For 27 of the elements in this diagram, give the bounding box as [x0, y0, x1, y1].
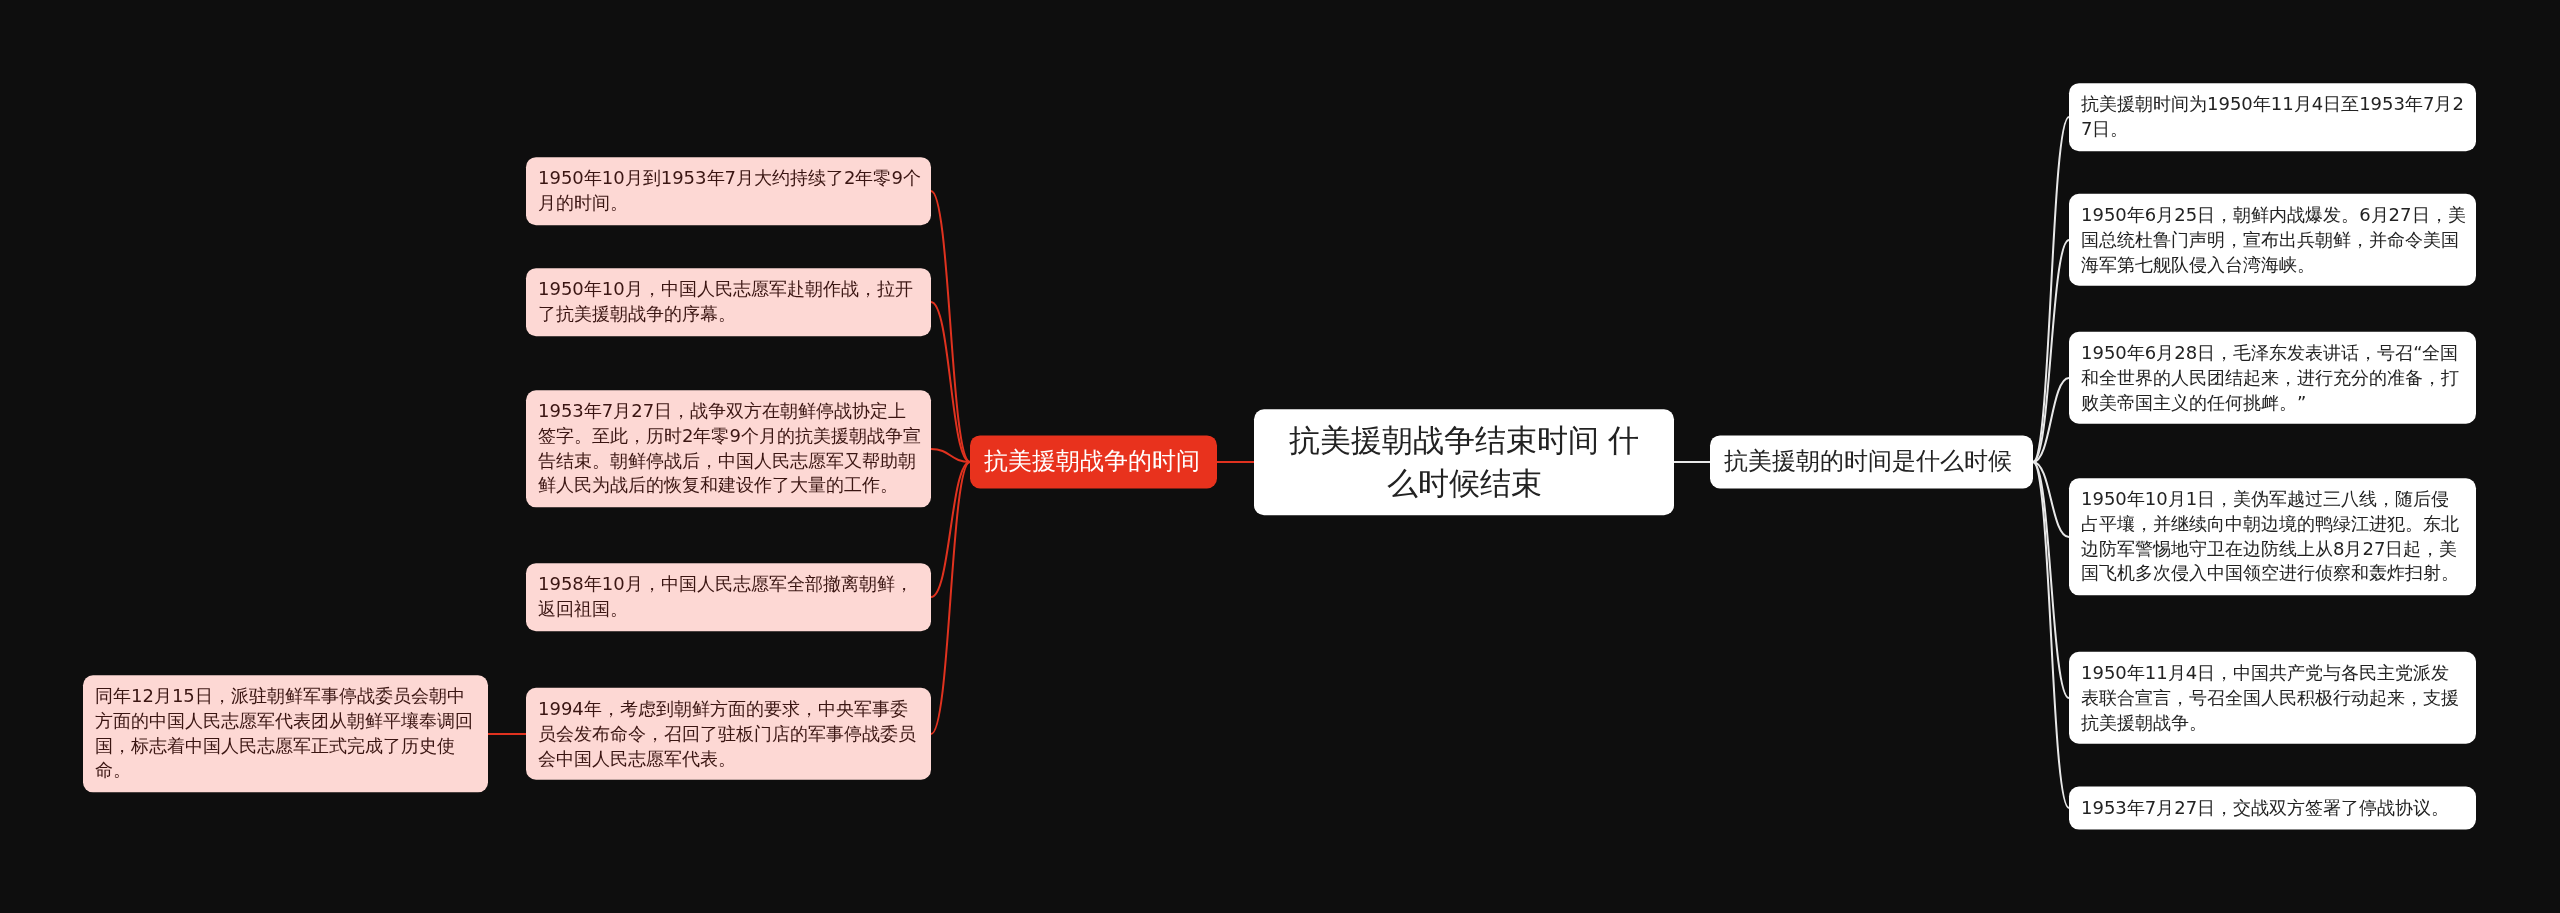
connector-line — [930, 301, 971, 463]
connector-line — [1216, 461, 1255, 463]
note-box: 同年12月15日，派驻朝鲜军事停战委员会朝中方面的中国人民志愿军代表团从朝鲜平壤奉调回国，标志着中国人民志愿军正式完成了历史使命。 — [83, 675, 488, 793]
connector-line — [2032, 461, 2070, 538]
connector-line — [930, 461, 971, 598]
connector-line — [2032, 239, 2070, 463]
note-box: 1950年6月25日，朝鲜内战爆发。6月27日，美国总统杜鲁门声明，宣布出兵朝鲜，并命令美国海军第七舰队侵入台湾海峡。 — [2069, 193, 2476, 287]
note-box: 1958年10月，中国人民志愿军全部撤离朝鲜，返回祖国。 — [526, 563, 931, 631]
connector-line — [930, 190, 971, 463]
connector-line — [2032, 461, 2070, 699]
connector-line — [930, 461, 971, 735]
connector-line — [1673, 461, 1711, 463]
note-box: 1953年7月27日，战争双方在朝鲜停战协定上签字。至此，历时2年零9个月的抗美援朝战争宣告结束。朝鲜停战后，中国人民志愿军又帮助朝鲜人民为战后的恢复和建设作了大量的工作。 — [526, 390, 931, 508]
note-box: 1950年10月，中国人民志愿军赴朝作战，拉开了抗美援朝战争的序幕。 — [526, 268, 931, 336]
note-box: 1950年6月28日，毛泽东发表讲话，号召“全国和全世界的人民团结起来，进行充分的准备，打败美帝国主义的任何挑衅。” — [2069, 331, 2476, 425]
branch-box: 抗美援朝战争的时间 — [970, 435, 1217, 489]
branch-box: 抗美援朝的时间是什么时候 — [1710, 435, 2033, 489]
connector-line — [487, 733, 527, 735]
connector-line — [2032, 461, 2070, 809]
note-box: 抗美援朝时间为1950年11月4日至1953年7月27日。 — [2069, 83, 2476, 151]
note-box: 1950年10月到1953年7月大约持续了2年零9个月的时间。 — [526, 157, 931, 225]
note-box: 1994年，考虑到朝鲜方面的要求，中央军事委员会发布命令，召回了驻板门店的军事停战委员会中国人民志愿军代表。 — [526, 687, 931, 781]
note-box: 1950年10月1日，美伪军越过三八线，随后侵占平壤，并继续向中朝边境的鸭绿江进犯。东北边防军警惕地守卫在边防线上从8月27日起，美国飞机多次侵入中国领空进行侦察和轰炸扫射。 — [2069, 478, 2476, 596]
note-box: 1950年11月4日，中国共产党与各民主党派发表联合宣言，号召全国人民积极行动起来，支援抗美援朝战争。 — [2069, 651, 2476, 745]
note-box: 1953年7月27日，交战双方签署了停战协议。 — [2069, 786, 2476, 830]
connector-line — [2032, 377, 2070, 463]
topic-box: 抗美援朝战争结束时间 什么时候结束 — [1254, 409, 1674, 515]
